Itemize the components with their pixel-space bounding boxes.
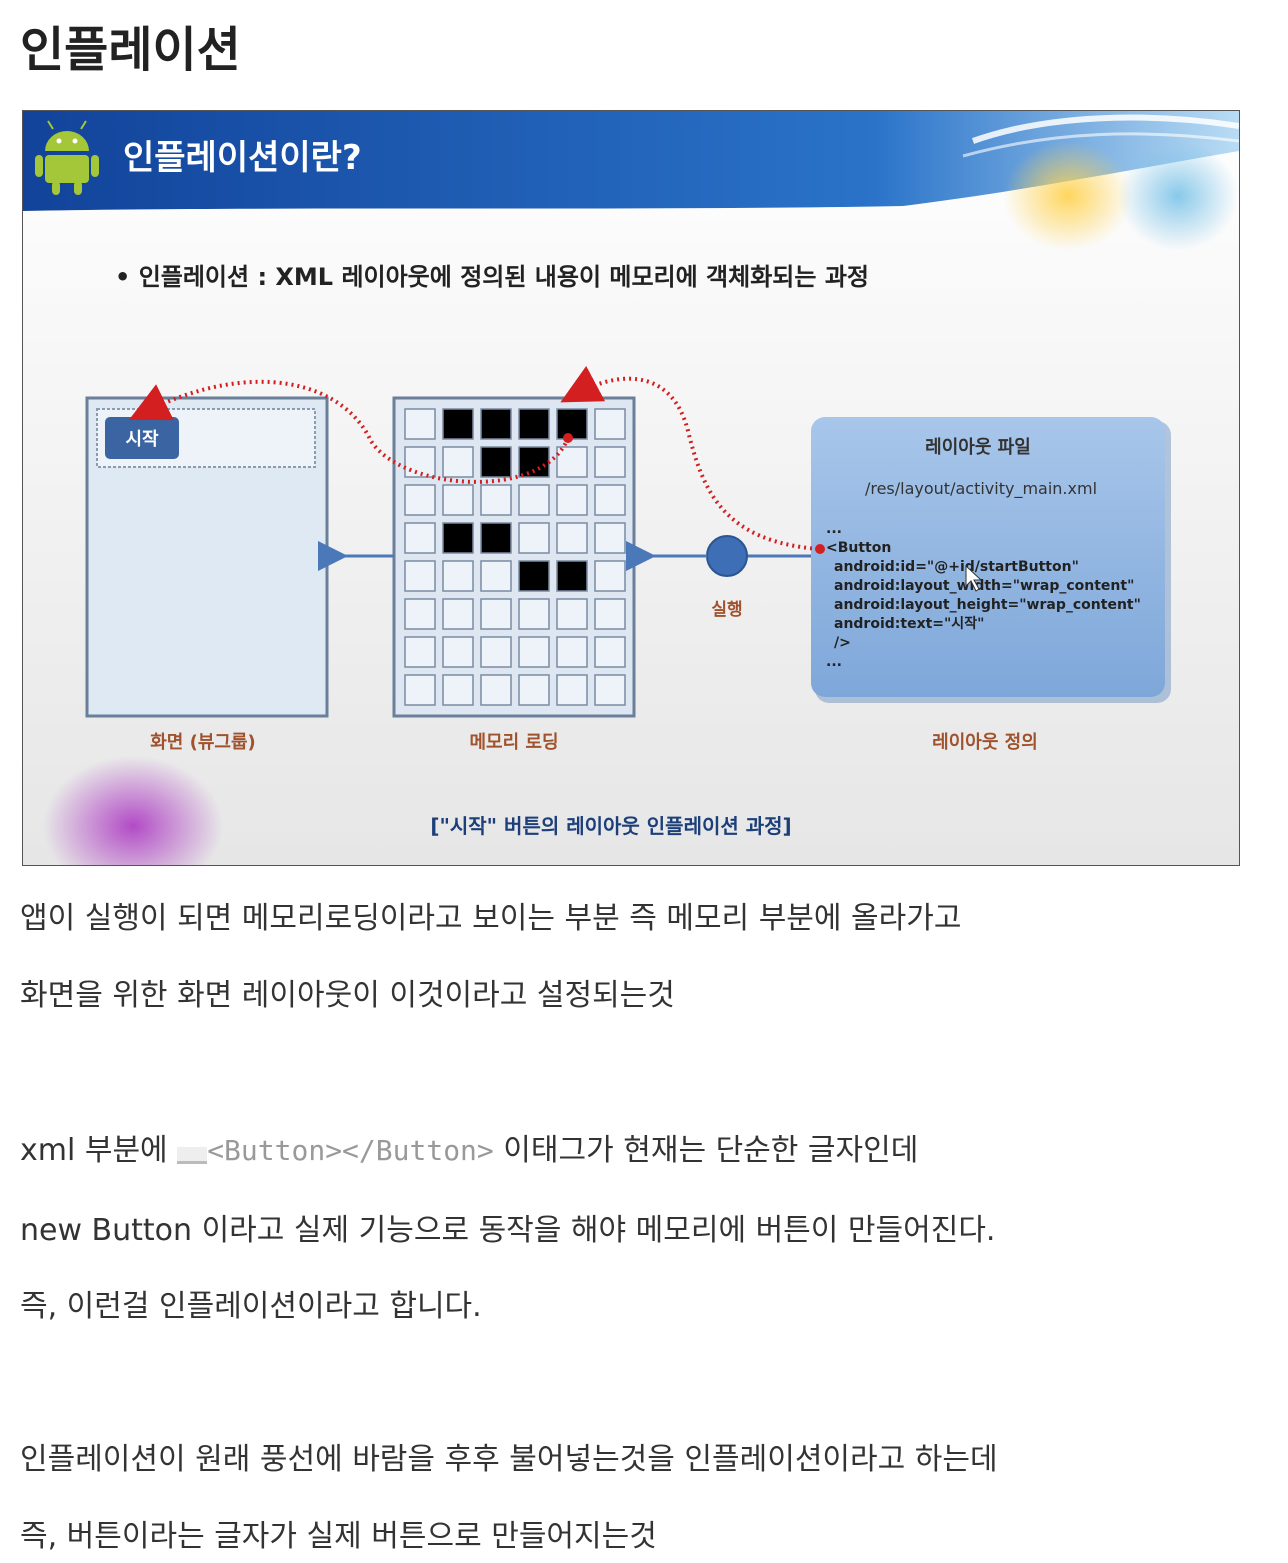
memory-cell bbox=[519, 485, 549, 515]
memory-cell bbox=[519, 675, 549, 705]
memory-cell bbox=[481, 637, 511, 667]
memory-cell bbox=[557, 485, 587, 515]
memory-cell bbox=[595, 599, 625, 629]
paragraph-3-suffix: 이태그가 현재는 단순한 글자인데 bbox=[494, 1133, 919, 1168]
memory-cell bbox=[595, 675, 625, 705]
memory-cell-filled bbox=[557, 409, 587, 439]
memory-cell bbox=[595, 409, 625, 439]
memory-cell bbox=[595, 485, 625, 515]
caption-layout: 레이아웃 정의 bbox=[932, 732, 1038, 753]
code-line: android:text="시작" bbox=[834, 615, 984, 632]
memory-cell bbox=[595, 637, 625, 667]
paragraph-2: 화면을 위한 화면 레이아웃이 이것이라고 설정되는것 bbox=[20, 970, 675, 1014]
memory-cell bbox=[443, 675, 473, 705]
memory-cell bbox=[405, 561, 435, 591]
memory-cell bbox=[443, 637, 473, 667]
paragraph-3-prefix: xml 부분에 bbox=[20, 1133, 177, 1168]
screen-viewgroup-box: 시작 bbox=[87, 398, 327, 716]
memory-cell bbox=[405, 675, 435, 705]
slide-footer: ["시작" 버튼의 레이아웃 인플레이션 과정] bbox=[430, 814, 791, 838]
memory-cell bbox=[557, 637, 587, 667]
paragraph-3: xml 부분에 <Button></Button> 이태그가 현재는 단순한 글… bbox=[20, 1125, 918, 1169]
memory-cell bbox=[519, 599, 549, 629]
inline-code: <Button></Button> bbox=[207, 1134, 494, 1167]
memory-cell-filled bbox=[443, 523, 473, 553]
memory-cell-filled bbox=[481, 447, 511, 477]
memory-cell bbox=[595, 561, 625, 591]
paragraph-1: 앱이 실행이 되면 메모리로딩이라고 보이는 부분 즉 메모리 부분에 올라가고 bbox=[20, 893, 961, 937]
memory-cell bbox=[557, 447, 587, 477]
paragraph-5: 즉, 이런걸 인플레이션이라고 합니다. bbox=[20, 1281, 482, 1325]
memory-cell-filled bbox=[519, 561, 549, 591]
paragraph-7: 즉, 버튼이라는 글자가 실제 버튼으로 만들어지는것 bbox=[20, 1511, 657, 1555]
code-line: ... bbox=[826, 654, 842, 670]
memory-cell bbox=[481, 599, 511, 629]
memory-grid bbox=[394, 398, 634, 716]
memory-cell bbox=[557, 675, 587, 705]
code-line: android:layout_height="wrap_content" bbox=[834, 597, 1141, 613]
paragraph-4: new Button 이라고 실제 기능으로 동작을 해야 메모리에 버튼이 만… bbox=[20, 1205, 995, 1249]
slide-heading: 인플레이션이란? bbox=[123, 138, 362, 178]
run-label: 실행 bbox=[711, 600, 742, 620]
inflation-slide-image: 인플레이션이란? • 인플레이션 : XML 레이아웃에 정의된 내용이 메모리… bbox=[22, 110, 1240, 866]
memory-cell bbox=[519, 523, 549, 553]
code-line: android:layout_width="wrap_content" bbox=[834, 578, 1134, 594]
code-line: ... bbox=[826, 521, 842, 537]
memory-cell bbox=[595, 523, 625, 553]
memory-cell bbox=[405, 523, 435, 553]
memory-cell bbox=[481, 561, 511, 591]
memory-cell bbox=[405, 637, 435, 667]
memory-cell-filled bbox=[481, 409, 511, 439]
code-line: <Button bbox=[826, 540, 891, 556]
page-title: 인플레이션 bbox=[20, 10, 241, 80]
memory-cell bbox=[405, 409, 435, 439]
layout-file-title: 레이아웃 파일 bbox=[925, 437, 1031, 458]
memory-cell bbox=[557, 523, 587, 553]
slide-bullet: • 인플레이션 : XML 레이아웃에 정의된 내용이 메모리에 객체화되는 과… bbox=[115, 263, 869, 291]
memory-cell bbox=[557, 599, 587, 629]
space-marker-icon bbox=[177, 1147, 207, 1164]
memory-cell bbox=[443, 599, 473, 629]
memory-cell bbox=[405, 485, 435, 515]
memory-cell bbox=[443, 561, 473, 591]
layout-file-box: 레이아웃 파일 /res/layout/activity_main.xml ..… bbox=[811, 417, 1171, 703]
memory-cell bbox=[443, 485, 473, 515]
start-button-label: 시작 bbox=[125, 429, 159, 450]
caption-screen: 화면 (뷰그룹) bbox=[150, 732, 256, 753]
paragraph-6: 인플레이션이 원래 풍선에 바람을 후후 불어넣는것을 인플레이션이라고 하는데 bbox=[20, 1434, 998, 1478]
layout-file-path: /res/layout/activity_main.xml bbox=[865, 479, 1097, 499]
memory-cell bbox=[481, 485, 511, 515]
memory-cell-filled bbox=[481, 523, 511, 553]
code-line: android:id="@+id/startButton" bbox=[834, 559, 1079, 575]
memory-cell bbox=[595, 447, 625, 477]
memory-cell bbox=[519, 637, 549, 667]
caption-memory: 메모리 로딩 bbox=[469, 732, 558, 753]
memory-cell-filled bbox=[519, 409, 549, 439]
memory-cell bbox=[405, 447, 435, 477]
memory-cell bbox=[405, 599, 435, 629]
memory-cell-filled bbox=[557, 561, 587, 591]
memory-cell bbox=[443, 447, 473, 477]
memory-cell-filled bbox=[443, 409, 473, 439]
memory-cell bbox=[481, 675, 511, 705]
run-circle bbox=[707, 536, 747, 576]
code-line: /> bbox=[834, 635, 851, 651]
